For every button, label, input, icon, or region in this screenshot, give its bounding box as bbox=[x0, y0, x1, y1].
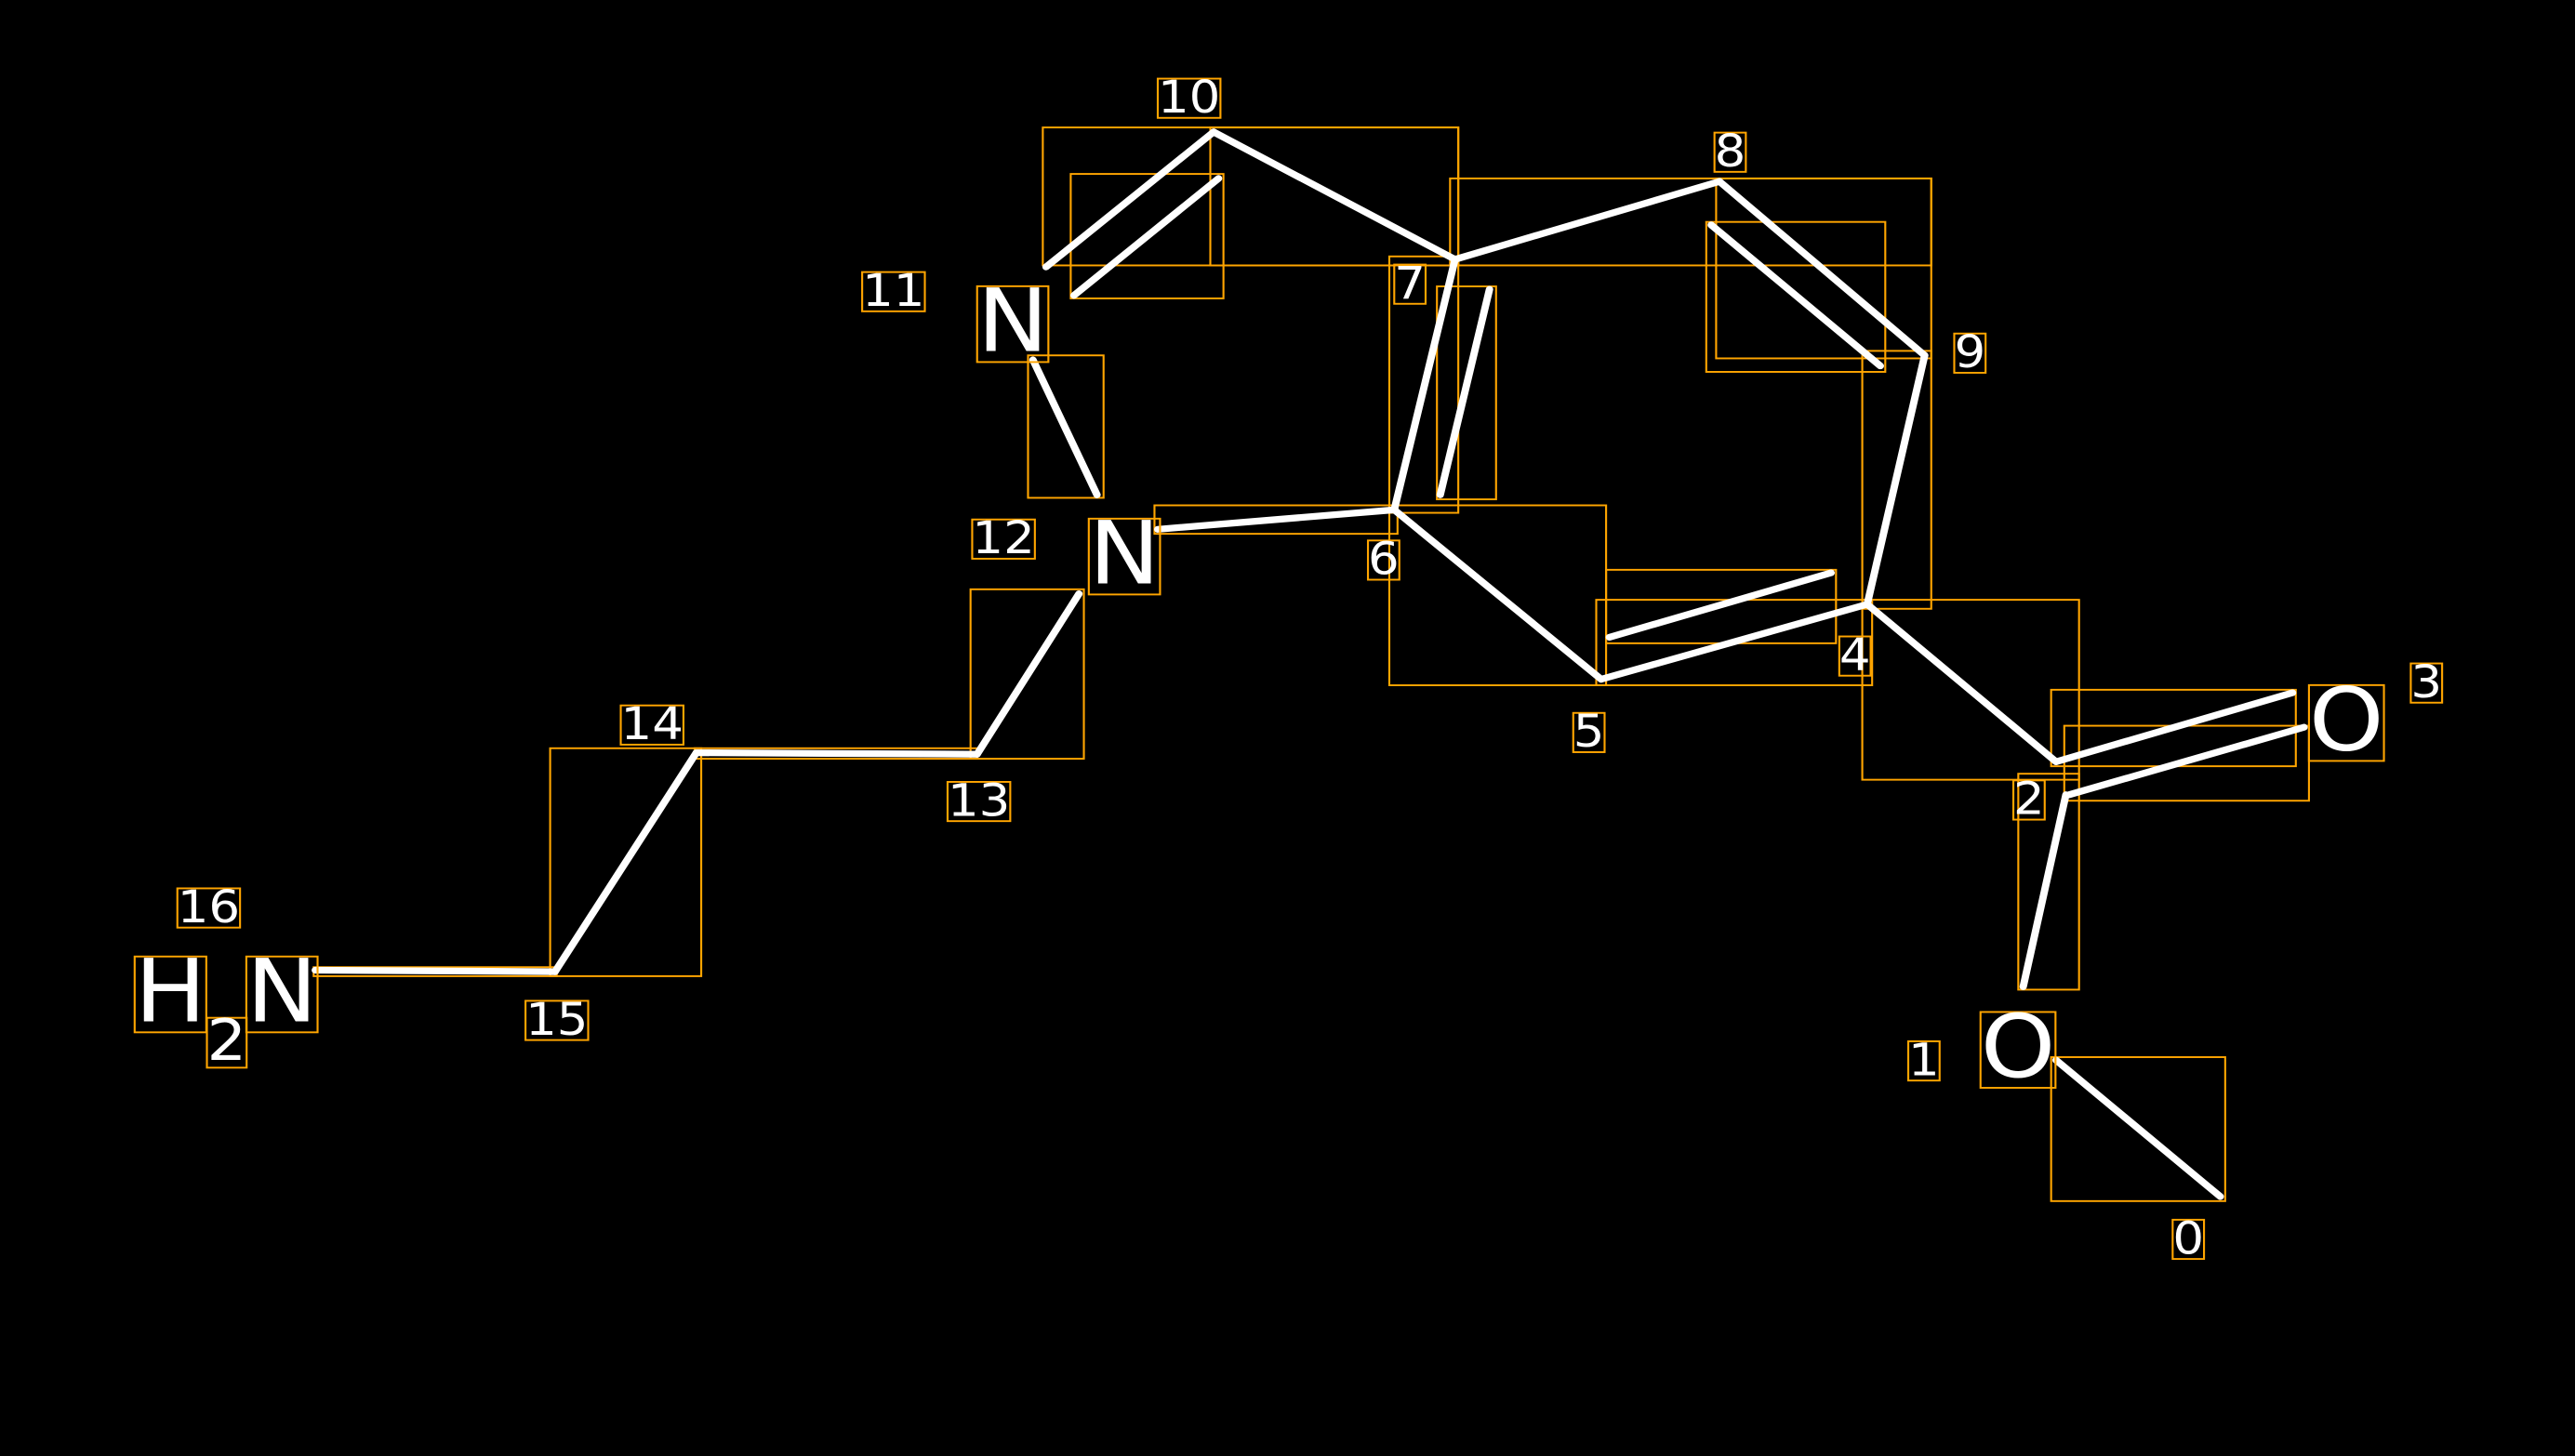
index-11: 11 bbox=[862, 264, 924, 316]
index-6: 6 bbox=[1368, 533, 1400, 585]
index-7: 7 bbox=[1394, 257, 1426, 309]
bond-12-13 bbox=[973, 590, 1083, 758]
bond-7-8 bbox=[1451, 178, 1723, 263]
index-0: 0 bbox=[2172, 1211, 2204, 1264]
index-13: 13 bbox=[948, 774, 1010, 827]
atom-n16-sub: 2 bbox=[207, 1008, 247, 1075]
bond-6-7 bbox=[1390, 256, 1459, 513]
label-box bbox=[1838, 635, 1872, 677]
index-2: 2 bbox=[2013, 773, 2045, 825]
index-15: 15 bbox=[525, 993, 588, 1045]
label-box bbox=[1087, 517, 1161, 596]
label-box bbox=[1713, 131, 1747, 173]
bond-4-5 bbox=[1597, 601, 1871, 683]
bond-15-16 bbox=[312, 966, 559, 975]
label-box bbox=[2171, 1218, 2206, 1261]
label-box bbox=[1979, 1011, 2057, 1089]
bond-13-14 bbox=[692, 748, 981, 758]
atom-n11: N bbox=[977, 271, 1049, 373]
bond-4-5-inner bbox=[1605, 569, 1836, 642]
label-box bbox=[133, 955, 207, 1034]
bond-9-4 bbox=[1863, 351, 1929, 608]
bond-14-15 bbox=[551, 748, 700, 975]
bond-1-2 bbox=[2019, 791, 2070, 990]
bond-2-3-inner bbox=[2065, 723, 2308, 799]
index-16: 16 bbox=[178, 880, 240, 933]
bonds bbox=[312, 128, 2308, 1200]
atom-n16-h: H bbox=[135, 941, 206, 1042]
bond-10-11-inner bbox=[1069, 175, 1223, 299]
bond-11-12 bbox=[1029, 356, 1101, 498]
label-box bbox=[1393, 263, 1427, 305]
bond-7-10 bbox=[1210, 128, 1459, 263]
index-9: 9 bbox=[1954, 325, 1985, 377]
index-4: 4 bbox=[1839, 629, 1871, 681]
bond-2-3 bbox=[2051, 689, 2297, 765]
index-1: 1 bbox=[1908, 1034, 1940, 1086]
label-box bbox=[1366, 539, 1400, 581]
label-box bbox=[1156, 77, 1222, 119]
atom-indices: 0 1 2 3 4 5 6 7 8 9 10 11 12 13 14 15 16 bbox=[176, 71, 2444, 1264]
bond-2-4 bbox=[1863, 601, 2060, 765]
bounding-boxes bbox=[312, 126, 2310, 1202]
bond-6-7-inner bbox=[1436, 285, 1493, 498]
label-box bbox=[2409, 662, 2444, 704]
index-14: 14 bbox=[621, 697, 684, 749]
label-box bbox=[1953, 332, 1987, 374]
bond-5-6 bbox=[1390, 506, 1605, 683]
bond-8-9 bbox=[1715, 178, 1929, 359]
atom-n16-n: N bbox=[246, 941, 318, 1042]
label-box bbox=[971, 518, 1036, 560]
bond-8-9-inner bbox=[1707, 221, 1884, 370]
label-box bbox=[176, 887, 242, 929]
label-box bbox=[2307, 683, 2385, 762]
bond-10-11 bbox=[1042, 128, 1218, 271]
index-5: 5 bbox=[1573, 705, 1605, 757]
atom-o3: O bbox=[2309, 670, 2384, 772]
index-8: 8 bbox=[1715, 125, 1746, 177]
bond-12-6 bbox=[1154, 506, 1399, 533]
label-box bbox=[1906, 1040, 1941, 1082]
label-box bbox=[206, 1016, 248, 1069]
label-box bbox=[2011, 779, 2046, 821]
index-10: 10 bbox=[1158, 71, 1220, 123]
label-box bbox=[1572, 711, 1606, 753]
index-12: 12 bbox=[972, 511, 1034, 563]
label-box bbox=[245, 955, 319, 1034]
label-box bbox=[861, 271, 926, 312]
atom-n12: N bbox=[1089, 504, 1161, 605]
atom-labels: N N O O H 2 N bbox=[133, 271, 2385, 1098]
label-box bbox=[619, 704, 684, 746]
label-box bbox=[976, 285, 1050, 364]
label-box bbox=[524, 999, 590, 1041]
atom-o1: O bbox=[1981, 997, 2056, 1098]
bond-0-1 bbox=[2051, 1056, 2224, 1200]
label-box bbox=[946, 780, 1012, 823]
index-3: 3 bbox=[2410, 655, 2442, 708]
